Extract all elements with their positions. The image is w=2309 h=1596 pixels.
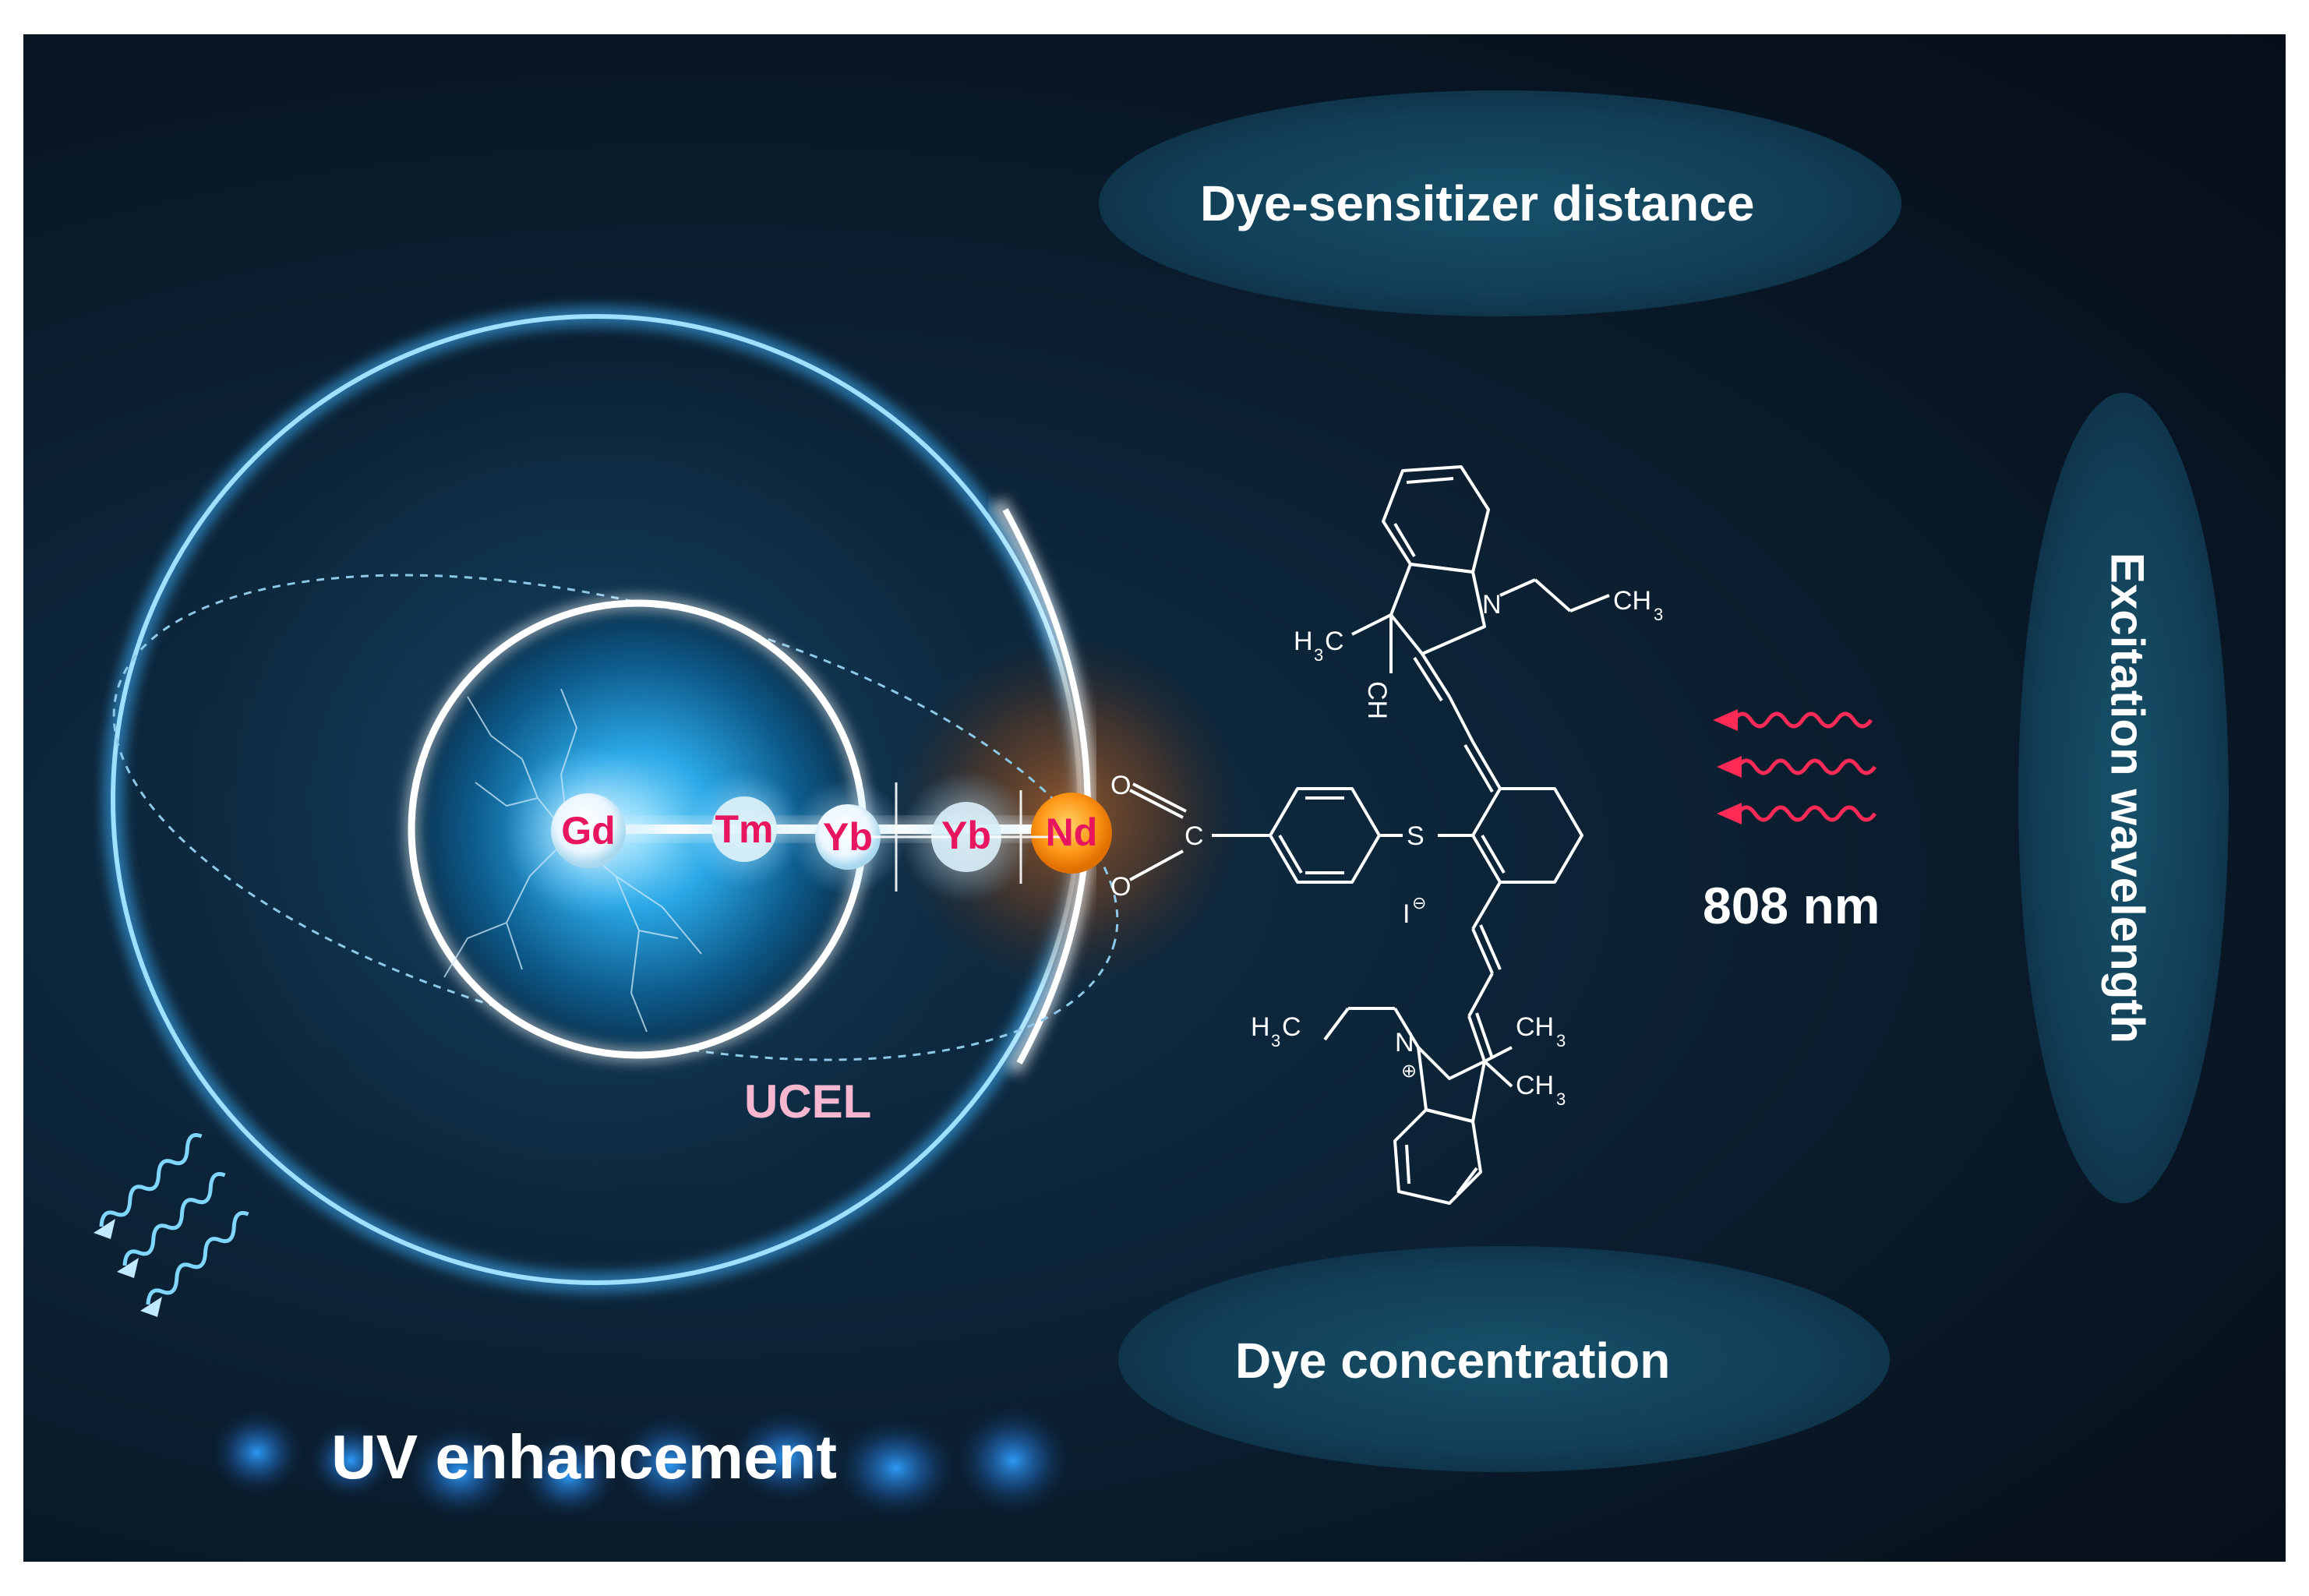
ch3-bottom-2-sub: 3 (1556, 1089, 1566, 1109)
yb1-label: Yb (823, 815, 873, 859)
n-bottom-charge: ⊕ (1401, 1061, 1417, 1082)
tm-label: Tm (715, 807, 774, 851)
excitation-wavelength-label: Excitation wavelength (2101, 552, 2154, 1044)
figure-panel: N CH 3 H 3 C CH O C O S I ⊖ N ⊕ H 3 C CH… (23, 34, 2286, 1562)
wavelength-value-label: 808 nm (1703, 877, 1880, 934)
h3c-bottom-sub: 3 (1271, 1031, 1280, 1050)
ch3-bottom-1-label: CH (1516, 1012, 1554, 1042)
dye-concentration-bubble (1118, 1246, 1890, 1472)
dye-distance-bubble (1099, 90, 1901, 316)
uv-glow-blobs (210, 1406, 1072, 1519)
scene-graphic: N CH 3 H 3 C CH O C O S I ⊖ N ⊕ H 3 C CH… (94, 306, 1877, 1519)
h3c-bottom-label: H (1251, 1012, 1270, 1042)
dye-concentration-label: Dye concentration (1235, 1333, 1671, 1389)
ch3-bottom-1-sub: 3 (1556, 1031, 1566, 1050)
gd-atom (551, 793, 626, 868)
h3c-top-c: C (1325, 627, 1344, 656)
o-top-label: O (1110, 771, 1131, 800)
ch3-bottom-2-label: CH (1516, 1071, 1554, 1100)
dye-sensitizer-distance-label: Dye-sensitizer distance (1200, 175, 1755, 231)
ucel-label: UCEL (744, 1075, 872, 1128)
iodide-charge: ⊖ (1412, 893, 1426, 913)
c-label: C (1185, 821, 1204, 851)
ch3-top-down-label: CH (1362, 681, 1392, 719)
h3c-top-sub: 3 (1314, 645, 1323, 665)
o-bottom-label: O (1110, 872, 1131, 902)
h3c-bottom-c: C (1282, 1012, 1301, 1042)
dye-molecule-labels: N CH 3 H 3 C CH O C O S I ⊖ N ⊕ H 3 C CH… (1110, 586, 1663, 1109)
dye-molecule (1129, 465, 1610, 1205)
n-bottom-label: N (1395, 1028, 1414, 1058)
tm-atom (711, 796, 777, 862)
yb2-label: Yb (941, 814, 991, 857)
yb2-atom (931, 802, 1001, 872)
emitted-uv-waves (99, 1133, 249, 1305)
excitation-arrowheads (1713, 709, 1742, 824)
excitation-bubble (2018, 393, 2229, 1203)
excitation-waves (1732, 711, 1877, 822)
s-label: S (1407, 821, 1425, 851)
ch3-top-right-label: CH (1613, 586, 1651, 616)
nd-atom (1031, 793, 1112, 874)
emitted-uv-arrowheads (94, 1219, 162, 1317)
uv-enhancement-label: UV enhancement (331, 1422, 838, 1492)
gd-label: Gd (561, 809, 616, 853)
shell-highlight-arc-core (1002, 508, 1091, 1065)
n-top-label: N (1482, 590, 1502, 620)
ch3-top-right-sub: 3 (1654, 605, 1663, 624)
sparkles (842, 782, 1068, 892)
iodide-label: I (1403, 899, 1410, 929)
nd-label: Nd (1045, 810, 1098, 854)
h3c-top-label: H (1294, 627, 1313, 656)
